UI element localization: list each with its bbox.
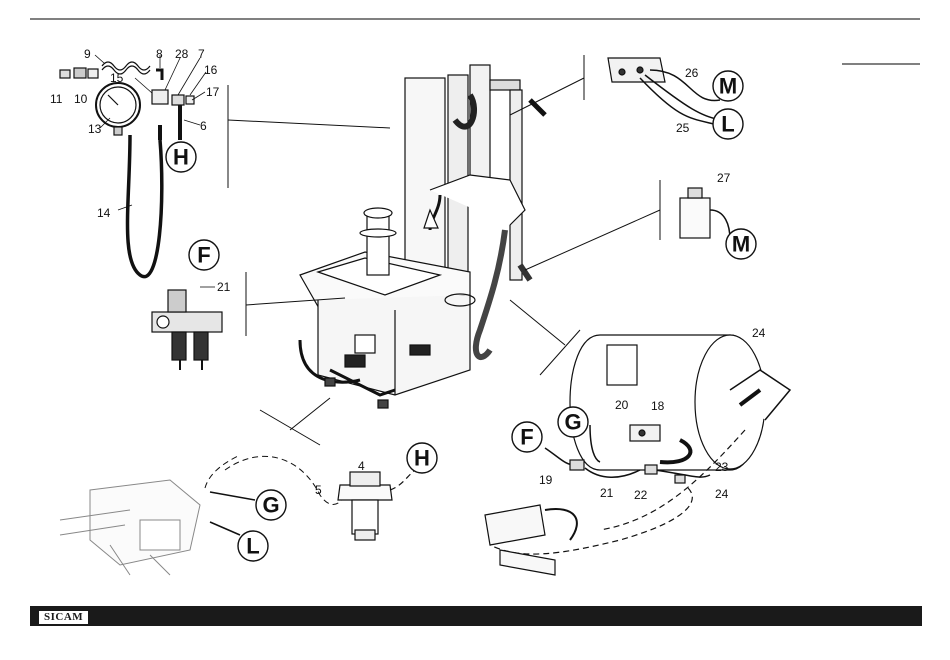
callout-26: 26 (685, 66, 699, 80)
letter-H-top: H (173, 145, 189, 170)
callout-8: 8 (156, 47, 163, 61)
letter-F-left: F (197, 243, 210, 268)
air-tank-assembly (485, 335, 790, 575)
callout-11: 11 (50, 92, 63, 106)
letter-H-bottom: H (414, 446, 430, 471)
solenoid-valve (680, 188, 730, 240)
letter-L-bottom: L (246, 534, 259, 559)
letter-M-top: M (719, 74, 737, 99)
callout-21: 21 (217, 280, 231, 294)
callout-20: 20 (615, 398, 629, 412)
callout-4: 4 (358, 459, 365, 473)
callout-25: 25 (676, 121, 690, 135)
switch-and-cables (608, 58, 720, 125)
callout-15: 15 (110, 71, 124, 85)
callout-16: 16 (204, 63, 218, 77)
callout-21-right: 21 (600, 486, 614, 500)
letter-L-top: L (721, 112, 734, 137)
callout-22: 22 (634, 488, 648, 502)
callout-19: 19 (539, 473, 553, 487)
callout-10: 10 (74, 92, 88, 106)
callout-24-top: 24 (752, 326, 766, 340)
letter-G-right: G (564, 410, 581, 435)
callout-5: 5 (315, 483, 322, 497)
letter-G-bottom: G (262, 493, 279, 518)
callout-27: 27 (717, 171, 731, 185)
callout-23: 23 (715, 460, 729, 474)
brand-logo: SICAM (38, 610, 89, 625)
callout-9: 9 (84, 47, 91, 61)
water-separator-filter (338, 468, 420, 540)
callout-6: 6 (200, 119, 207, 133)
filter-regulator-unit (152, 287, 222, 370)
callout-13: 13 (88, 122, 102, 136)
callout-18: 18 (651, 399, 665, 413)
letter-F-right: F (520, 425, 533, 450)
footer-bar (30, 606, 922, 626)
tyre-changer-machine (300, 65, 545, 408)
callout-24-bottom: 24 (715, 487, 729, 501)
bead-breaker-and-water-filter (60, 455, 345, 575)
callout-17: 17 (206, 85, 220, 99)
letter-M-solenoid: M (732, 232, 750, 257)
callout-14: 14 (97, 206, 111, 220)
callout-7: 7 (198, 47, 205, 61)
callout-28: 28 (175, 47, 189, 61)
